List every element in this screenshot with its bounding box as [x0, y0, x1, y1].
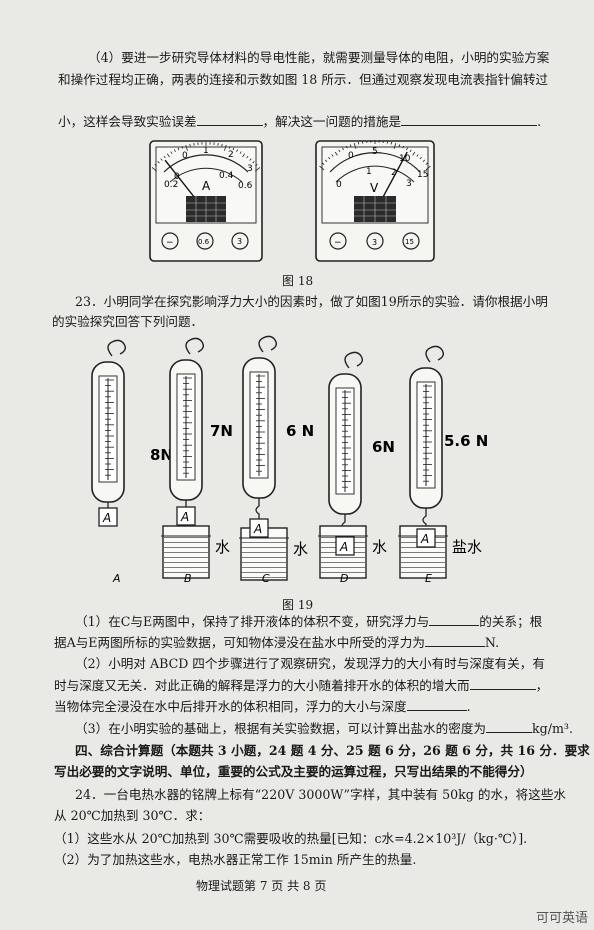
ammeter-top-scale-3: 3 [247, 164, 253, 174]
q23-sub1-text-d: N. [484, 635, 500, 650]
q22-part4-line1: （4）要进一步研究导体材料的导电性能，就需要测量导体的电阻，小明的实验方案 [88, 50, 550, 65]
q23-line1: 23．小明同学在探究影响浮力大小的因素时，做了如图19所示的实验．请你根据小明 [75, 294, 548, 309]
q23-sub1-text-c: 据A与E两图所标的实验数据，可知物体浸没在盐水中所受的浮力为 [54, 635, 425, 650]
ammeter-top-scale-1: 1 [203, 146, 209, 156]
scale-reading-C: 6 N [286, 422, 314, 440]
liquid-label-D: 水 [372, 538, 387, 556]
scale-reading-B: 7N [210, 422, 233, 440]
q23-sub2-text-b: 时与深度又无关．对此正确的解释是浮力的大小随着排开水的体积的增大而 [54, 678, 470, 693]
section4-title: 四、综合计算题（本题共 3 小题，24 题 4 分、25 题 6 分，26 题 … [75, 743, 590, 758]
figure-18-caption: 图 18 [282, 274, 314, 288]
voltmeter-terminal-15: 15 [405, 238, 414, 246]
voltmeter-top-scale-2: 10 [399, 154, 411, 164]
q23-sub2-line1: （2）小明对 ABCD 四个步骤进行了观察研究，发现浮力的大小有时与深度有关，有 [75, 656, 545, 671]
spring-scale-B: 7N 水 A B [161, 337, 233, 585]
step-letter-B: B [184, 572, 192, 585]
q23-sub3-text-b: kg/m³. [532, 721, 573, 736]
voltmeter-top-scale-0: 0 [348, 151, 354, 161]
ammeter-bottom-scale-2: 0.4 [219, 171, 234, 181]
scale-reading-E: 5.6 N [444, 432, 488, 450]
ammeter-terminal-0.6: 0.6 [198, 238, 210, 246]
block-label-D: A [339, 540, 348, 554]
q24-sub1: （1）这些水从 20℃加热到 30℃需要吸收的热量[已知：c水=4.2×10³J… [54, 831, 528, 846]
scale-reading-A: 8N [150, 446, 173, 464]
q23-sub2-text-d: 当物体完全浸没在水中后排开水的体积相同，浮力的大小与深度 [54, 699, 407, 714]
answer-blank[interactable] [429, 613, 480, 626]
answer-blank[interactable] [424, 634, 485, 647]
voltmeter-terminal-3: 3 [372, 238, 377, 247]
q23-sub1-line2: 据A与E两图所标的实验数据，可知物体浸没在盐水中所受的浮力为 N. [54, 633, 499, 653]
answer-blank[interactable] [486, 720, 533, 733]
section4-instructions: 写出必要的文字说明、单位，重要的公式及主要的运算过程，只写出结果的不能得分） [54, 764, 533, 779]
ammeter-top-scale-2: 2 [228, 150, 234, 160]
ammeter-bottom-scale-0: 0 [174, 172, 180, 182]
spring-scale-E: 5.6 N 盐水 A E [398, 345, 488, 585]
ammeter-top-scale-0: 0 [182, 151, 188, 161]
q23-line2: 的实验探究回答下列问题． [52, 314, 204, 329]
q23-sub3: （3）在小明实验的基础上，根据有关实验数据，可以计算出盐水的密度为 kg/m³. [75, 719, 573, 739]
q23-sub2-text-c: ， [535, 678, 549, 693]
ammeter-terminal-3: 3 [237, 237, 242, 246]
answer-blank[interactable] [196, 113, 263, 126]
q23-sub2-line3: 当物体完全浸没在水中后排开水的体积相同，浮力的大小与深度. [54, 697, 471, 717]
voltmeter-terminal-neg: − [334, 238, 342, 248]
liquid-label-E: 盐水 [452, 538, 482, 556]
step-letter-E: E [425, 572, 432, 585]
spring-scale-D: 6N 水 A D [318, 351, 395, 585]
q23-sub1-line1: （1）在C与E两图中，保持了排开液体的体积不变，研究浮力与 的关系；根 [75, 612, 542, 632]
step-letter-D: D [340, 572, 348, 585]
voltmeter-bottom-scale-1: 1 [366, 167, 372, 177]
q23-sub2-line2: 时与深度又无关．对此正确的解释是浮力的大小随着排开水的体积的增大而 ， [54, 676, 548, 696]
spring-scale-C: 6 N 水 A C [239, 335, 314, 585]
voltmeter-bottom-scale-0: 0 [336, 180, 342, 190]
answer-blank[interactable] [401, 113, 538, 126]
answer-blank[interactable] [406, 698, 467, 711]
q23-sub3-text-a: （3）在小明实验的基础上，根据有关实验数据，可以计算出盐水的密度为 [75, 721, 487, 736]
q22-line3-text-c: . [537, 114, 542, 129]
voltmeter: 0 5 10 15 0 1 2 3 V − 3 15 [315, 140, 435, 262]
step-letter-C: C [262, 572, 270, 585]
q22-part4-line2: 和操作过程均正确，两表的连接和示数如图 18 所示．但通过观察发现电流表指针偏转… [58, 72, 549, 87]
q23-sub1-text-a: （1）在C与E两图中，保持了排开液体的体积不变，研究浮力与 [75, 614, 430, 629]
voltmeter-bottom-scale-3: 3 [406, 179, 412, 189]
figure-19-caption: 图 19 [282, 598, 314, 612]
voltmeter-top-scale-3: 15 [417, 170, 428, 180]
q23-sub1-text-b: 的关系；根 [479, 614, 543, 629]
ammeter: 0 1 2 3 0 0.2 0.4 0.6 A − 0.6 3 [149, 140, 263, 262]
spring-scale-A: 8N A A [91, 339, 173, 585]
block-label-E: A [420, 532, 429, 546]
voltmeter-top-scale-1: 5 [372, 147, 378, 157]
q22-line3-text-b: ，解决这一问题的措施是 [262, 114, 402, 129]
q22-part4-line3: 小，这样会导致实验误差 ，解决这一问题的措施是. [58, 112, 541, 132]
liquid-label-C: 水 [293, 540, 308, 558]
block-label-C: A [253, 522, 262, 536]
step-letter-A: A [112, 572, 121, 585]
block-label-B: A [180, 510, 189, 524]
voltmeter-unit: V [370, 181, 379, 195]
watermark: 可可英语 [535, 911, 588, 926]
block-label-A: A [102, 511, 111, 525]
page-footer: 物理试题第 7 页 共 8 页 [196, 879, 327, 893]
ammeter-bottom-scale-3: 0.6 [238, 181, 253, 191]
scale-reading-D: 6N [372, 438, 395, 456]
ammeter-unit: A [202, 179, 211, 193]
q23-sub2-text-e: . [466, 699, 471, 714]
ammeter-terminal-neg: − [166, 238, 174, 248]
voltmeter-bottom-scale-2: 2 [391, 168, 397, 178]
q24-line1: 24．一台电热水器的铭牌上标有“220V 3000W”字样，其中装有 50kg … [75, 787, 567, 802]
q22-line3-text-a: 小，这样会导致实验误差 [58, 114, 197, 129]
liquid-label-B: 水 [215, 538, 230, 556]
ammeter-bottom-scale-1: 0.2 [164, 180, 178, 190]
q24-sub2: （2）为了加热这些水，电热水器正常工作 15min 所产生的热量. [54, 852, 417, 867]
q24-line2: 从 20℃加热到 30℃．求： [54, 808, 211, 823]
answer-blank[interactable] [469, 677, 536, 690]
